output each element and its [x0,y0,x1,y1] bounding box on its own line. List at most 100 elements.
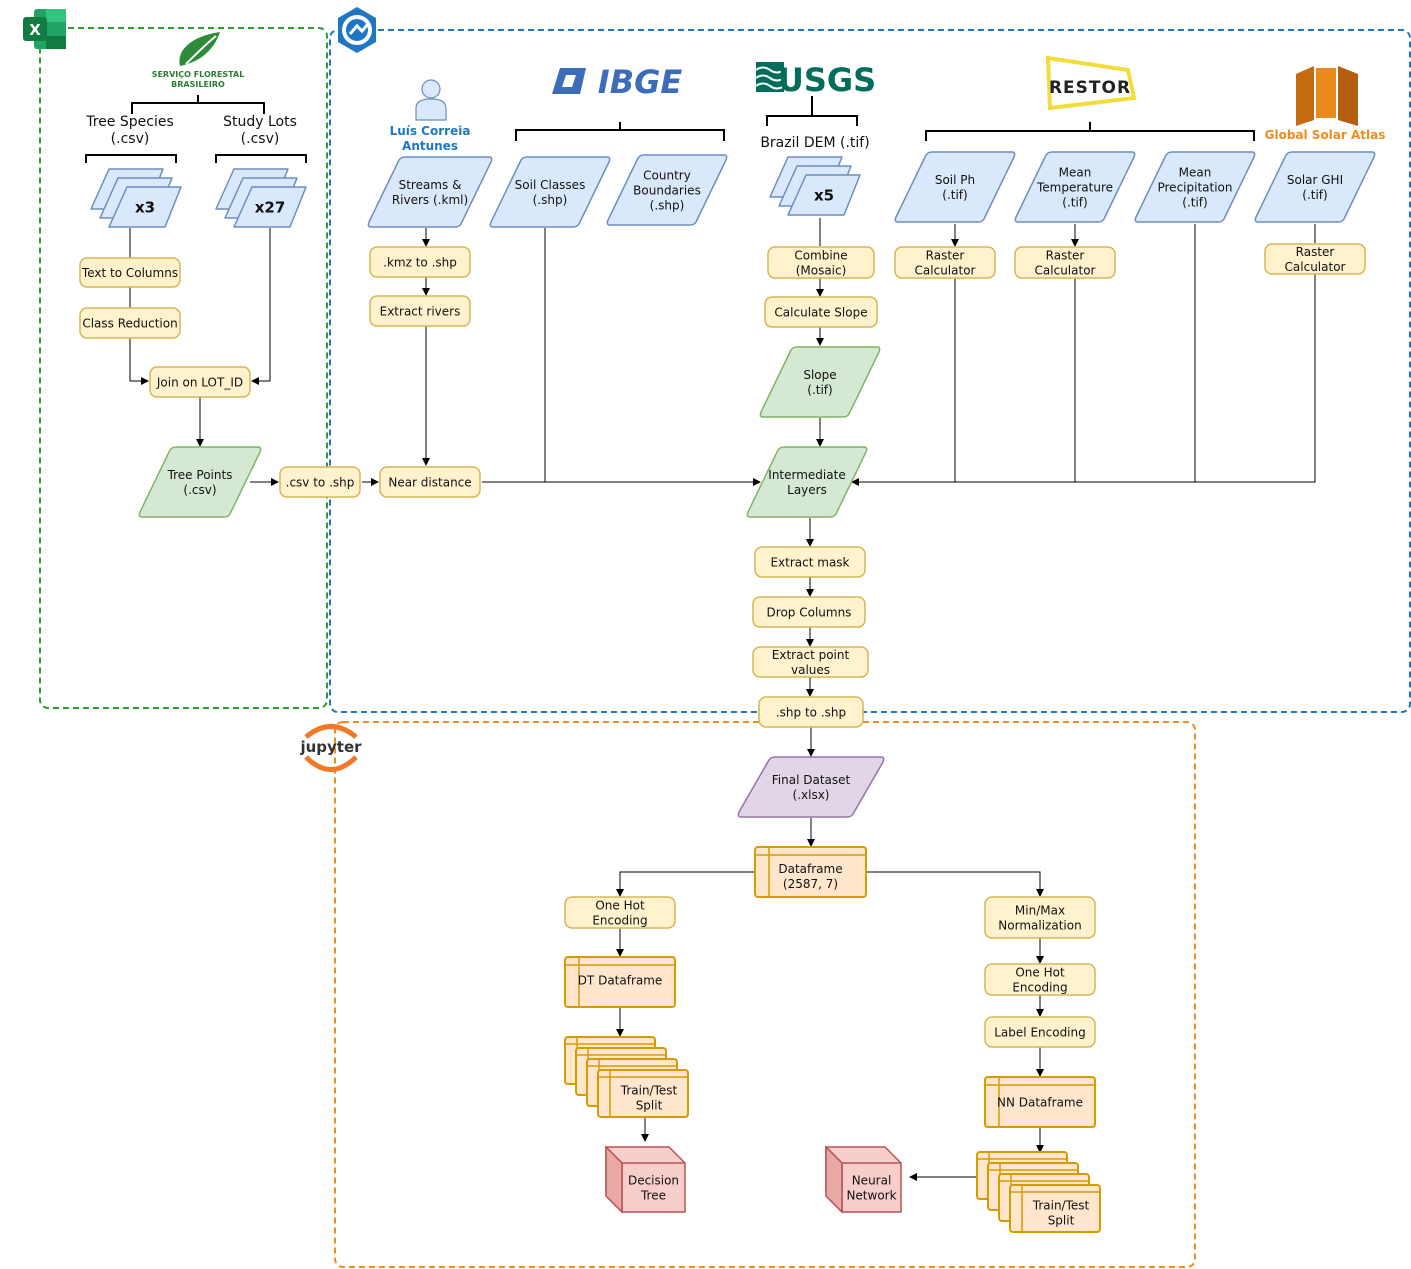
gis-section-frame [329,29,1411,713]
node-text: .csv to .shp [286,475,355,489]
edge [866,871,1044,897]
ibge-logo-text: IBGE [598,63,683,101]
node-text: (2587, 7) [783,877,838,891]
node-text: Label Encoding [994,1025,1086,1039]
extract-mask: Extract mask [754,546,866,578]
person-icon [415,79,447,121]
svg-text:X: X [29,21,41,39]
sfb-logo-text-2: BRASILEIRO [171,80,225,89]
node-text: (.shp) [650,198,685,212]
ibge-logo: IBGE [552,63,682,101]
soil-ph: Soil Ph(.tif) [894,151,1016,223]
node-text: Slope [803,368,836,382]
calculate-slope: Calculate Slope [764,296,878,328]
node-text: Join on LOT_ID [156,375,243,389]
extract-rivers: Extract rivers [369,295,471,327]
node-text: (.tif) [1062,195,1087,209]
node-text: Final Dataset [772,773,851,787]
x27-stack: x27 [215,168,307,228]
node-text: Soil Ph [935,173,975,187]
node-text: Mean [1059,165,1092,179]
global-solar-atlas-logo: Global Solar Atlas [1265,66,1386,142]
node-text: Mean [1179,165,1212,179]
node-text: Extract mask [770,555,849,569]
solar-ghi: Solar GHI(.tif) [1254,151,1376,223]
node-text: Decision [628,1173,679,1187]
node-text: (.csv) [183,483,216,497]
jupyter-logo-text: jupyter [299,738,362,756]
node-text: Country [643,168,691,182]
shp-to-shp: .shp to .shp [758,696,864,728]
node-text: Streams & [399,178,462,192]
node-text: Class Reduction [82,316,177,330]
nn-dataframe: NN Dataframe [984,1076,1096,1128]
edges [129,218,1316,1181]
tree-species-label: Tree Species [85,114,174,130]
tree-species-ext-label: (.csv) [111,131,150,147]
node-text: (.tif) [942,188,967,202]
node-text: Layers [787,483,827,497]
node-text: Normalization [998,918,1081,932]
node-text: Calculator [915,263,976,277]
node-text: Text to Columns [81,266,178,280]
node-text: Intermediate [768,468,845,482]
node-text: Tree Points [167,468,233,482]
node-text: Temperature [1036,180,1113,194]
node-text: Combine [794,248,847,262]
restor-logo-text: RESTOR [1049,78,1131,98]
edge [129,338,149,385]
node-text: Neural [852,1173,892,1187]
node-text: NN Dataframe [997,1095,1083,1109]
sfb-logo: SERVIÇO FLORESTAL BRASILEIRO [152,32,244,89]
node-text: Precipitation [1157,180,1232,194]
node-text: Solar GHI [1287,173,1343,187]
node-text: (.tif) [1302,188,1327,202]
node-text: Split [636,1098,663,1112]
person-name-line1: Luís Correia [390,124,471,138]
node-text: Train/Test [620,1083,678,1097]
node-text: x3 [135,198,155,216]
node-text: Min/Max [1015,903,1065,917]
node-text: Near distance [388,475,471,489]
near-distance: Near distance [379,466,481,498]
person-name-line2: Antunes [402,139,458,153]
node-text: Calculator [1035,263,1096,277]
usgs-logo: USGS [755,61,876,99]
node-text: Network [846,1188,896,1202]
kmz-to-shp: .kmz to .shp [369,246,471,278]
node-text: x27 [255,198,286,216]
node-text: Extract rivers [380,304,461,318]
node-text: (.shp) [533,193,568,207]
edge [851,274,1316,486]
node-text: x5 [814,186,834,204]
node-text: One Hot [1015,965,1065,979]
x3-stack: x3 [90,168,182,228]
study-lots-label: Study Lots [223,114,297,130]
slope: Slope(.tif) [759,346,881,418]
combine-mosaic: Combine(Mosaic) [767,246,875,279]
node-text: (.tif) [807,383,832,397]
excel-section-frame [39,27,328,709]
global-solar-atlas-text: Global Solar Atlas [1265,128,1386,142]
node-text: One Hot [595,898,645,912]
node-text: Raster [1046,248,1085,262]
node-text: Encoding [592,913,647,927]
node-text: values [791,663,830,677]
edge [251,228,271,385]
tree-points: Tree Points(.csv) [138,446,262,518]
brackets [85,95,1255,163]
node-text: Boundaries [633,183,701,197]
